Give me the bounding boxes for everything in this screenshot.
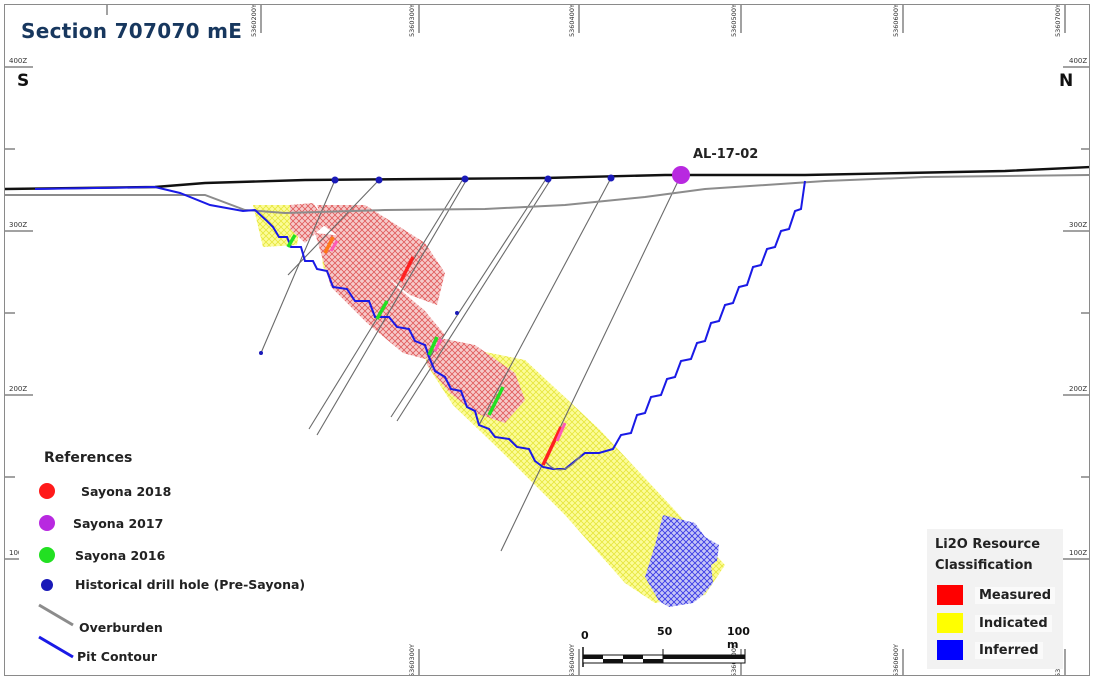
sayona-2018-marker	[39, 483, 55, 499]
elev-label-left-100: 100Z	[9, 549, 27, 557]
section-title: Section 707070 mE	[21, 19, 243, 43]
scale-label-0: 0	[581, 629, 589, 642]
indicated-label: Indicated	[975, 615, 1052, 632]
elev-label-right-300: 300Z	[1069, 221, 1087, 229]
scale-bar-graphic	[582, 647, 746, 667]
references-title: References	[44, 450, 133, 466]
assay-intervals	[286, 234, 563, 466]
assay-intervals-pink	[329, 240, 567, 442]
sayona-2018-label: Sayona 2018	[81, 484, 172, 499]
sayona-2017-label: Sayona 2017	[73, 516, 164, 531]
inferred-label: Inferred	[975, 642, 1043, 659]
pit-bottom-curve	[544, 454, 582, 471]
historical-collars	[259, 174, 615, 355]
classification-legend: Li2O Resource Classification Measured In…	[927, 529, 1063, 669]
drill-hole-label: AL-17-02	[693, 147, 759, 162]
section-frame: 400Z 400Z 300Z 300Z 200Z 200Z 100Z 100Z …	[4, 4, 1090, 676]
measured-swatch	[937, 585, 963, 605]
historical-drill-hole-marker	[41, 579, 53, 591]
sayona-2016-marker	[39, 547, 55, 563]
historical-drill-hole-label: Historical drill hole (Pre-Sayona)	[75, 577, 306, 592]
overburden-legend-line	[38, 603, 74, 627]
elev-label-right-400: 400Z	[1069, 57, 1087, 65]
elevation-labels: 400Z 400Z 300Z 300Z 200Z 200Z 100Z 100Z	[9, 57, 1087, 557]
northing-label-bottom-2: 5360300Y	[408, 644, 416, 676]
scale-bar: 0 50 100 m	[577, 625, 757, 669]
al-17-02-collar	[672, 166, 690, 184]
pit-contour-line	[34, 180, 806, 470]
grid-ticks	[5, 5, 1089, 675]
indicated-swatch	[937, 613, 963, 633]
elev-label-left-200: 200Z	[9, 385, 27, 393]
northing-label-top-6: 5360700Y	[1054, 5, 1062, 37]
northing-label-bottom-3: 5360400Y	[568, 644, 576, 676]
inferred-swatch	[937, 640, 963, 660]
direction-south: S	[17, 71, 30, 91]
pit-contour-legend-line	[38, 635, 74, 659]
pit-contour-label: Pit Contour	[77, 649, 158, 664]
northing-label-top-3: 5360400Y	[568, 5, 576, 37]
measured-label: Measured	[975, 587, 1056, 604]
elev-label-right-100: 100Z	[1069, 549, 1087, 557]
elev-label-right-200: 200Z	[1069, 385, 1087, 393]
overburden-line	[5, 174, 1089, 215]
overburden-label: Overburden	[79, 620, 163, 635]
northing-label-top-5: 5360600Y	[892, 5, 900, 37]
northing-label-bottom-5: 5360600Y	[892, 644, 900, 676]
elev-label-left-400: 400Z	[9, 57, 27, 65]
northing-label-top-1: 5360200Y	[250, 5, 258, 37]
scale-label-100: 100 m	[727, 625, 750, 651]
scale-label-50: 50	[657, 625, 673, 638]
references-legend: References Sayona 2018 Sayona 2017 Sayon…	[19, 445, 339, 675]
northing-label-top-4: 5360500Y	[730, 5, 738, 37]
sayona-2017-marker	[39, 515, 55, 531]
classification-title: Li2O Resource Classification	[935, 537, 1041, 573]
elev-label-left-300: 300Z	[9, 221, 27, 229]
northing-label-top-2: 5360300Y	[408, 5, 416, 37]
sayona-2016-label: Sayona 2016	[75, 548, 166, 563]
inferred-resource-block	[645, 515, 719, 607]
direction-north: N	[1059, 71, 1074, 91]
cross-section-diagram: 400Z 400Z 300Z 300Z 200Z 200Z 100Z 100Z …	[5, 5, 1089, 676]
